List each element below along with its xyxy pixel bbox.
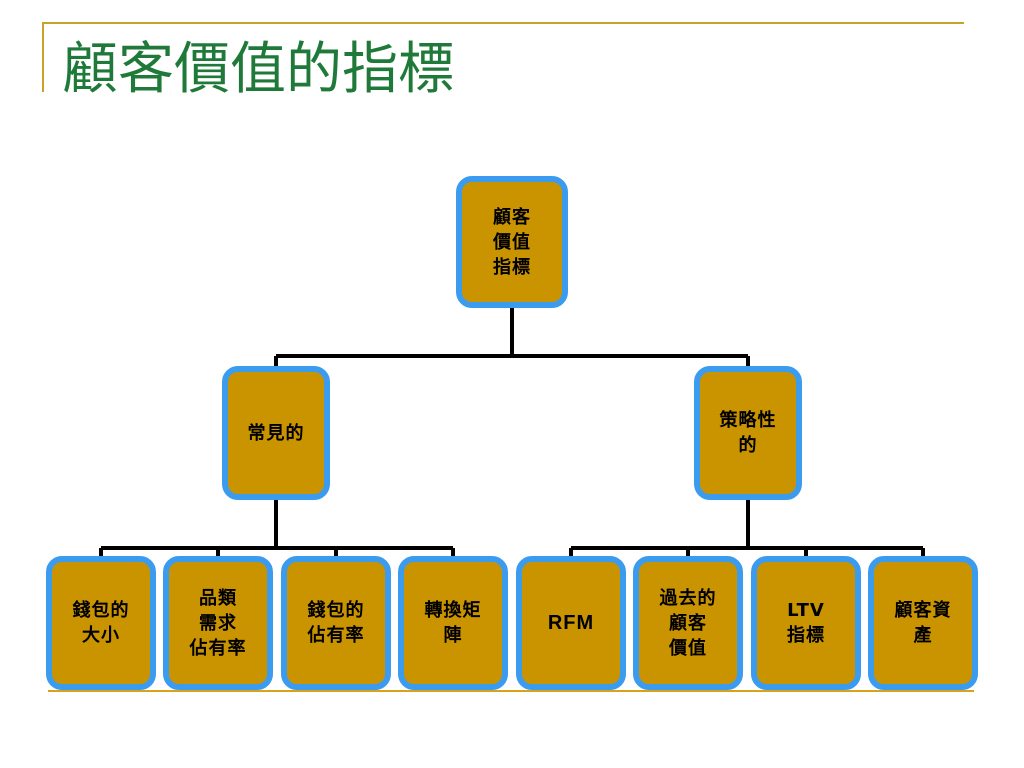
leaf-node-rfm: RFM: [516, 556, 626, 690]
leaf-node-past-customer-value: 過去的 顧客 價值: [633, 556, 743, 690]
left-rule: [42, 22, 44, 92]
leaf-node-category-share: 品類 需求 佔有率: [163, 556, 273, 690]
page-title: 顧客價值的指標: [62, 37, 454, 102]
branch-node-strategic: 策略性 的: [694, 366, 802, 500]
bottom-rule: [48, 690, 974, 692]
root-node: 顧客 價值 指標: [456, 176, 568, 308]
top-rule: [42, 22, 964, 24]
leaf-node-ltv-index: LTV 指標: [751, 556, 861, 690]
branch-node-common: 常見的: [222, 366, 330, 500]
leaf-node-wallet-size: 錢包的 大小: [46, 556, 156, 690]
leaf-node-transition-matrix: 轉換矩 陣: [398, 556, 508, 690]
leaf-node-wallet-share: 錢包的 佔有率: [281, 556, 391, 690]
leaf-node-customer-equity: 顧客資 產: [868, 556, 978, 690]
